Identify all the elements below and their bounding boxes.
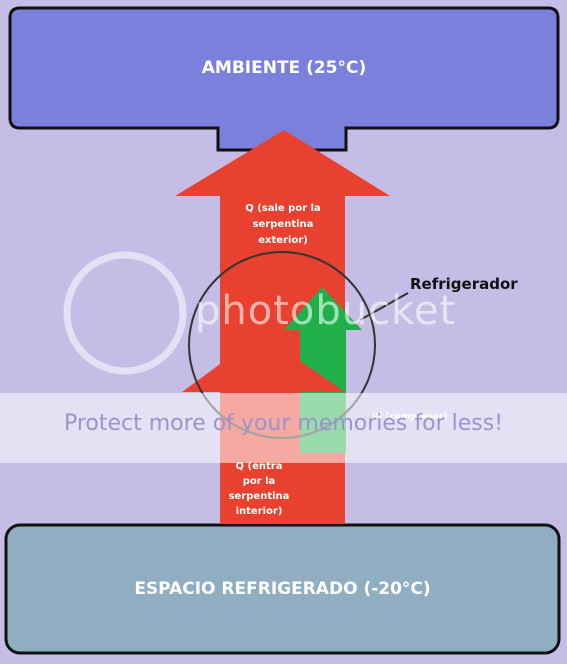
watermark-brand: photobucket <box>195 288 457 334</box>
refrigerator-pointer-line <box>359 292 409 321</box>
watermark-tagline: Protect more of your memories for less! <box>63 411 504 436</box>
refrigerated-space-box <box>4 523 561 655</box>
work-label: W (compresor) <box>372 412 448 422</box>
watermark-band <box>0 393 567 463</box>
ambient-label: AMBIENTE (25°C) <box>201 58 367 78</box>
watermark-logo-circle <box>63 251 187 375</box>
refrigerated-space-label: ESPACIO REFRIGERADO (-20°C) <box>134 579 431 599</box>
refrigerator-label: Refrigerador <box>410 275 518 293</box>
heat-out-label: Q (sale por la serpentina exterior) <box>245 203 321 246</box>
heat-in-label: Q (entra por la serpentina interior) <box>228 461 290 517</box>
ambient-box <box>8 6 560 152</box>
